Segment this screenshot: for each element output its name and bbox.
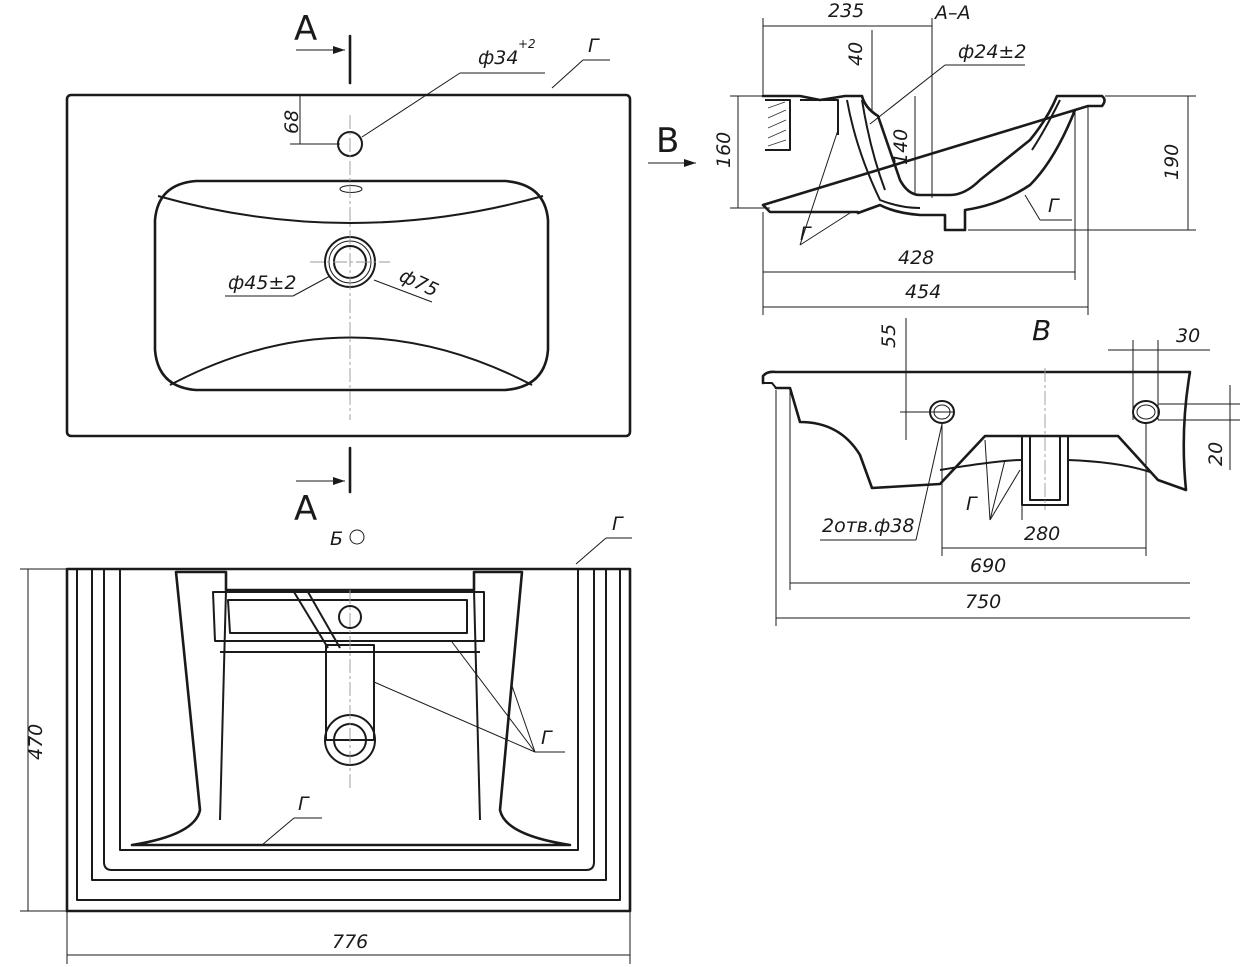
dim-470: 470: [25, 724, 47, 760]
back-hole-right-inner: [1136, 404, 1156, 420]
section-a-top: A: [294, 9, 317, 49]
label-g-s1: Г: [800, 223, 812, 245]
leader-g-s3: [1024, 194, 1041, 221]
dim-190: 190: [1161, 144, 1183, 180]
dim-280: 280: [1024, 523, 1060, 545]
leader-drain45: [292, 275, 331, 297]
section-body: [761, 108, 1077, 232]
leader-g-v1: [984, 439, 991, 521]
section-flange: [800, 99, 839, 135]
leader-g-b5: [261, 817, 295, 846]
tap-plate: [212, 591, 485, 642]
bowl-ribs: [219, 589, 481, 821]
leader-g-b4: [510, 682, 536, 753]
dim-68: 68: [281, 110, 303, 134]
label-g-s2: Г: [1048, 195, 1060, 217]
dim-235: 235: [828, 0, 864, 22]
dim-160: 160: [713, 132, 735, 168]
bottom-rim-4: [119, 569, 579, 851]
label-g-b1: Г: [612, 513, 624, 535]
leader-g-s1: [799, 212, 851, 246]
leader-holes: [915, 423, 943, 541]
dim-454: 454: [905, 281, 941, 303]
dim-holes: 2отв.ф38: [822, 515, 914, 537]
cut-arrowhead-top: [333, 46, 345, 54]
basin-upper-curve: [157, 195, 544, 224]
view-v-arrowhead: [684, 159, 696, 167]
section-right-inner: [1031, 99, 1061, 151]
dim-tap-hole: ф34: [478, 47, 518, 69]
label-g-b2: Г: [541, 727, 553, 749]
back-view-contour: [939, 459, 1151, 473]
bowl-underside: [130, 570, 572, 847]
tap-plate-inner: [227, 599, 468, 634]
leader-tap: [361, 72, 461, 138]
leader-g-b3: [451, 641, 536, 753]
dim-d24: ф24±2: [958, 41, 1026, 63]
basin-outline: [153, 179, 550, 392]
view-v-marker: B: [648, 121, 696, 167]
basin-lower-curve: [169, 336, 533, 386]
label-section-aa: A–A: [933, 2, 971, 24]
label-view-v: B: [1032, 314, 1051, 347]
top-view-outline: [65, 93, 632, 438]
label-g-b3: Г: [298, 793, 310, 815]
dim-750: 750: [965, 591, 1001, 613]
leader-g-b1: [575, 537, 607, 565]
section-hatch: [767, 101, 787, 147]
dim-55: 55: [878, 324, 900, 348]
dim-428: 428: [898, 247, 934, 269]
leader-g-top: [551, 59, 584, 89]
dim-140: 140: [890, 129, 912, 165]
bottom-rim-1: [76, 569, 621, 901]
bottom-view: Б Г Г Г 470: [20, 513, 632, 964]
cut-arrowhead-bottom: [333, 477, 345, 485]
section-a-bottom: A: [294, 489, 317, 529]
overflow-channel-b: [307, 591, 341, 649]
overflow-slot: [339, 185, 363, 193]
dim-drain45: ф45±2: [228, 272, 296, 294]
section-left-lip: [765, 99, 791, 151]
dim-drain75: ф75: [396, 265, 442, 302]
label-view-b: Б: [330, 528, 343, 550]
leader-g-b2: [373, 681, 536, 753]
section-aa: A–A 235 40 ф24±2 160 140 190 428: [713, 0, 1196, 315]
dim-tap-tol: +2: [518, 37, 536, 51]
top-view: A A 68 ф34 +2 Г ф45±2 ф75: [65, 9, 632, 529]
label-g-top: Г: [588, 35, 600, 57]
dim-20: 20: [1205, 442, 1227, 466]
back-view-drain: [1021, 436, 1069, 506]
leader-g-v3: [989, 459, 1006, 521]
leader-g-v2: [989, 469, 1021, 521]
section-inner-wall: [846, 99, 921, 209]
leader-g-s2: [799, 129, 839, 246]
view-v: B 55 30 20 2отв.ф38 Г 280 690: [761, 314, 1240, 626]
back-view-outline: [761, 370, 1192, 492]
section-top-surface: [761, 94, 1106, 197]
section-overflow-channel: [861, 99, 886, 191]
bottom-rim-2: [91, 569, 607, 881]
overflow-channel-a: [293, 591, 329, 649]
dim-776: 776: [332, 931, 368, 953]
leader-drain75: [373, 279, 433, 303]
label-g-v: Г: [966, 493, 978, 515]
bottom-tap-hole: [338, 605, 362, 629]
leader-d24: [869, 64, 946, 125]
view-b-arrow-icon: [349, 529, 365, 545]
label-view-v-arrow: B: [656, 121, 679, 161]
dim-30: 30: [1176, 325, 1200, 347]
back-view-lip: [763, 382, 777, 389]
bottom-outline: [65, 567, 632, 913]
dim-690: 690: [970, 555, 1006, 577]
dim-40: 40: [845, 42, 867, 66]
bottom-rim-3: [103, 569, 595, 871]
